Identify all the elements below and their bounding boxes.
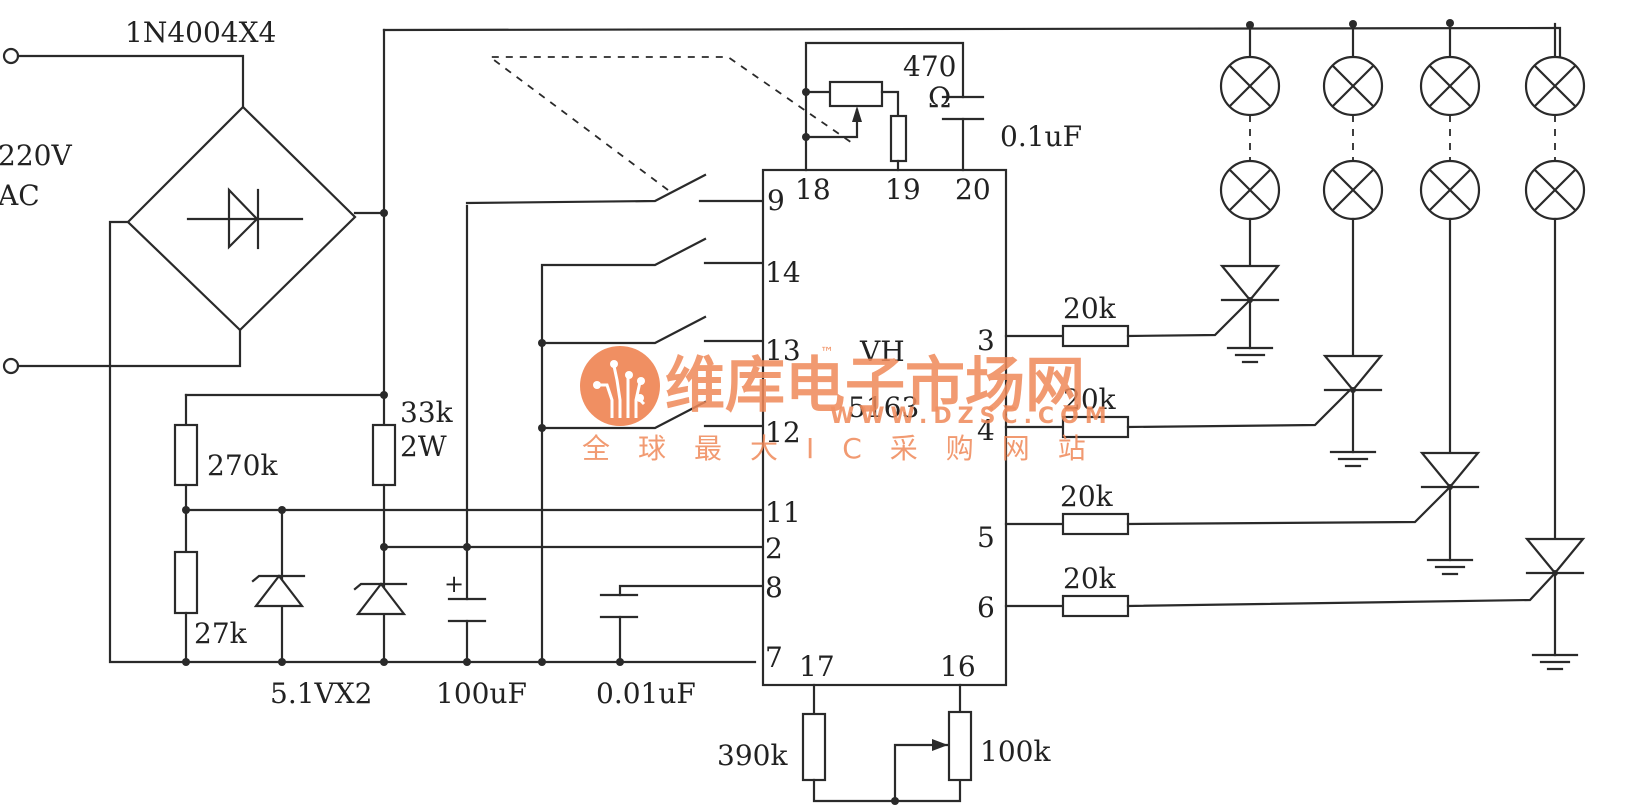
pin-17: 17: [799, 650, 835, 683]
label-gate-r3: 20k: [1060, 480, 1114, 513]
pin-2: 2: [765, 532, 783, 565]
capacitor-0.1uf: [941, 95, 985, 121]
ic-vh5163: [761, 168, 1008, 687]
capacitor-100uf: +: [444, 570, 487, 623]
pin-14: 14: [765, 256, 801, 289]
pin-7: 7: [765, 641, 783, 674]
label-0.1uf: 0.1uF: [1000, 120, 1082, 153]
label-gate-r4: 20k: [1063, 562, 1117, 595]
triac-2: [1322, 354, 1384, 392]
watermark-logo-icon: [580, 346, 660, 426]
potentiometer-470-ohm: [828, 80, 884, 108]
resistor-270k: [173, 423, 199, 487]
label-100k: 100k: [980, 735, 1051, 768]
label-390k: 390k: [717, 739, 788, 772]
pin-6: 6: [977, 591, 995, 624]
pin-13: 13: [765, 334, 801, 367]
triac-4: [1524, 537, 1586, 575]
ic-name-line2: 5163: [848, 391, 919, 424]
watermark-brand: 维库电子市场网: [665, 351, 1085, 421]
triac-3: [1419, 451, 1481, 489]
junction-dots: [182, 19, 1454, 805]
label-gate-r2: 20k: [1063, 383, 1117, 416]
pin-16: 16: [940, 650, 976, 683]
svg-text:+: +: [444, 570, 464, 598]
bridge-label: 1N4004X4: [125, 16, 276, 49]
label-470: 470: [903, 50, 956, 83]
pin-12: 12: [765, 416, 801, 449]
pin-9: 9: [767, 184, 785, 217]
resistor-27k: [173, 550, 199, 615]
pin-4: 4: [977, 414, 995, 447]
ic-name-line1: VH: [859, 335, 905, 368]
capacitor-0.01uf: [599, 593, 639, 619]
label-100uf: 100uF: [436, 677, 527, 710]
supply-label-voltage: 220V: [0, 139, 72, 172]
resistor-390k: [801, 712, 827, 782]
supply-label-ac: AC: [0, 179, 40, 212]
lamp-columns: [1219, 22, 1586, 671]
label-zener: 5.1VX2: [270, 677, 373, 710]
potentiometer-100k: [947, 710, 973, 782]
pin-8: 8: [765, 571, 783, 604]
pin-19: 19: [885, 173, 921, 206]
pin-5: 5: [977, 521, 995, 554]
ac-terminal-top: [2, 47, 20, 65]
resistor-33k-2w: [371, 423, 397, 487]
ac-wires: [16, 54, 245, 368]
gate-resistor-4: [1004, 571, 1557, 618]
switch-gang-link: [487, 56, 856, 191]
label-27k: 27k: [194, 617, 248, 650]
resistor-pin19: [889, 114, 908, 163]
label-2w: 2W: [400, 430, 447, 463]
label-33k: 33k: [400, 396, 454, 429]
pin-20: 20: [955, 173, 991, 206]
triac-1: [1219, 264, 1281, 302]
bridge-rectifier: [126, 105, 357, 332]
ac-terminal-bottom: [2, 357, 20, 375]
pin-3: 3: [977, 324, 995, 357]
zener-diode-2: [353, 582, 408, 616]
pin-11: 11: [765, 496, 801, 529]
gate-resistor-3: [1004, 485, 1452, 536]
gate-resistor-1: [1004, 298, 1252, 348]
watermark-url: WWW.DZSC.COM: [830, 404, 1113, 429]
zener-diode-1: [251, 574, 306, 608]
label-0.01uf: 0.01uF: [596, 677, 696, 710]
pin-18: 18: [795, 173, 831, 206]
watermark-slogan: 全球最大IC采购网站: [582, 432, 1114, 465]
label-ohm: Ω: [928, 81, 951, 114]
gate-resistor-2: [1004, 388, 1352, 439]
label-gate-r1: 20k: [1063, 292, 1117, 325]
watermark-tm: ™: [820, 345, 834, 361]
watermark: 维库电子市场网 ™ WWW.DZSC.COM 全球最大IC采购网站: [580, 345, 1114, 465]
label-270k: 270k: [207, 449, 278, 482]
